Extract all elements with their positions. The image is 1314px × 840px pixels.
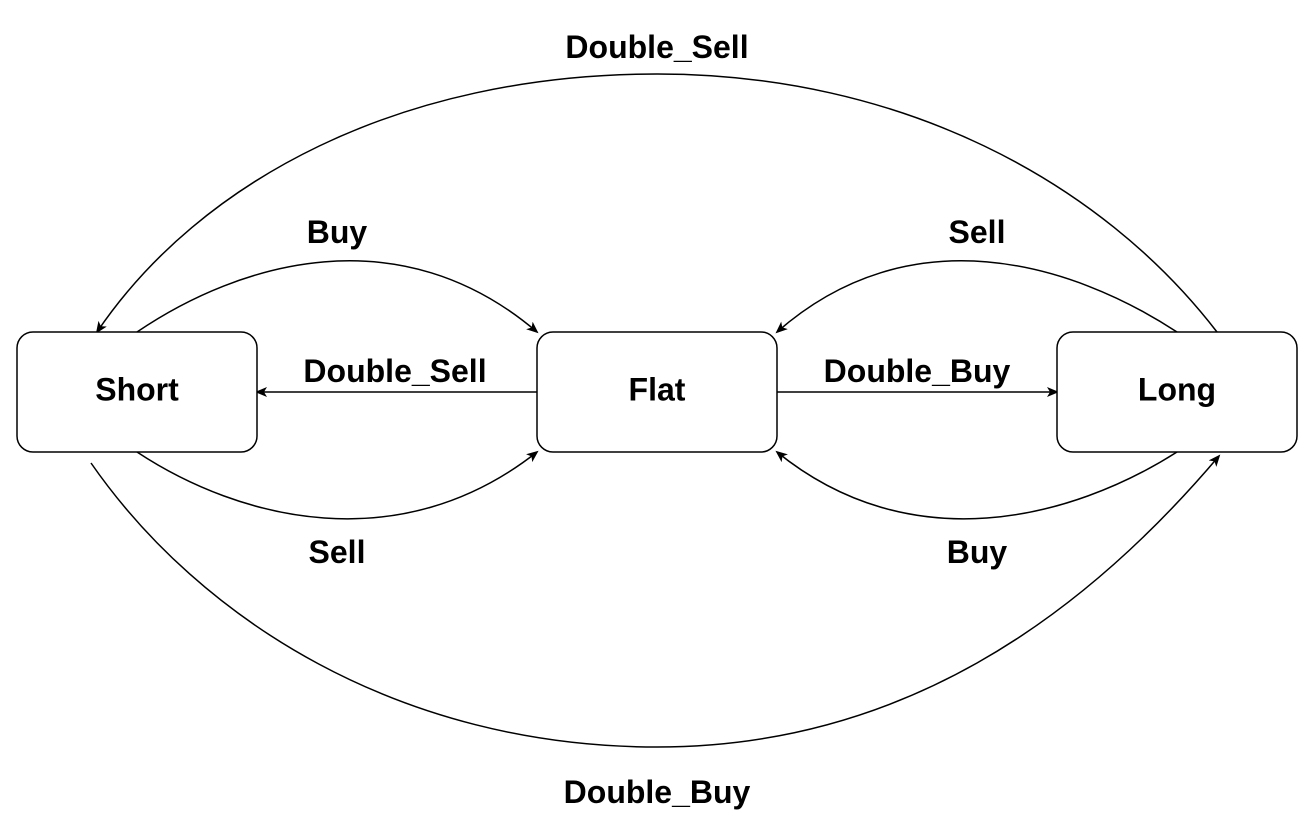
label-flat-to-long-double-buy: Double_Buy [824, 353, 1011, 389]
label-long-to-flat-buy: Buy [947, 534, 1008, 570]
label-flat-to-short-double-sell: Double_Sell [303, 353, 486, 389]
state-long: Long [1056, 331, 1298, 453]
edge-long-to-flat-sell [775, 260, 1178, 334]
state-long-label: Long [1138, 371, 1216, 407]
label-short-to-long-double-buy: Double_Buy [564, 774, 751, 810]
state-flat: Flat [536, 331, 778, 453]
edge-short-to-flat-buy [136, 260, 539, 334]
label-long-to-short-double-sell: Double_Sell [565, 29, 748, 65]
state-short-box [16, 331, 258, 453]
edge-short-to-flat-sell [136, 450, 539, 520]
edge-short-to-long-double-buy [90, 454, 1221, 748]
state-short: Short [16, 331, 258, 453]
label-short-to-flat-sell: Sell [309, 534, 366, 570]
label-long-to-flat-sell: Sell [949, 214, 1006, 250]
state-flat-box [536, 331, 778, 453]
edge-long-to-short-double-sell [95, 73, 1218, 334]
edge-long-to-flat-buy [775, 450, 1178, 520]
state-short-label: Short [95, 371, 179, 407]
state-long-box [1056, 331, 1298, 453]
state-flat-label: Flat [629, 371, 686, 407]
label-short-to-flat-buy: Buy [307, 214, 368, 250]
